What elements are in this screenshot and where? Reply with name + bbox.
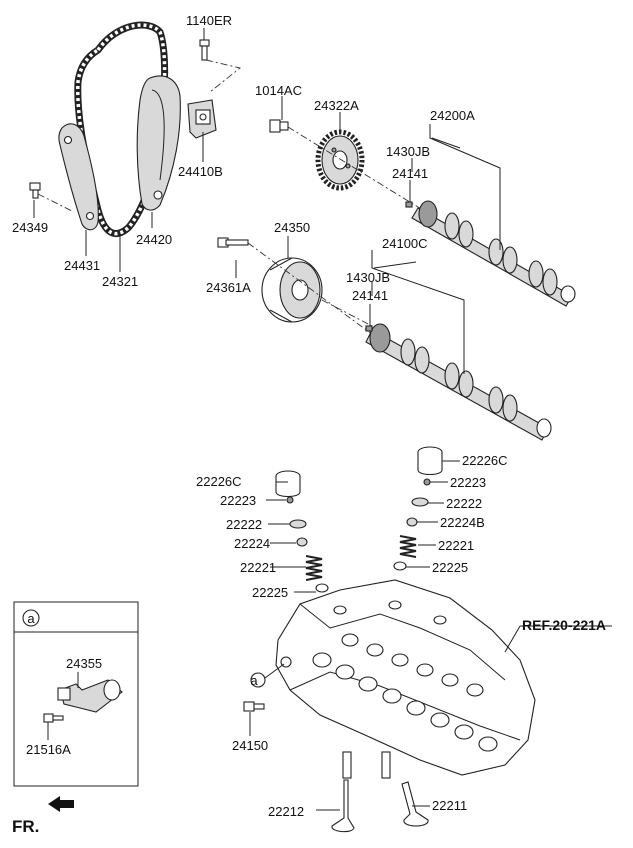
label-22223-left: 22223 [220,493,256,508]
label-22221-right: 22221 [438,538,474,553]
label-22222-left: 22222 [226,517,262,532]
chain-tensioner-24410B [187,99,217,139]
label-1430JB-upper: 1430JB [386,144,430,159]
exhaust-camshaft-24200A [411,200,576,307]
bolt-1140ER-part [199,39,242,93]
label-24200A: 24200A [430,108,475,123]
cam-sprocket-24322A [315,129,365,191]
label-22226C-right: 22226C [462,453,508,468]
label-24420: 24420 [136,232,172,247]
pin-24141-lower-part [365,325,373,332]
callout-a-circle [250,672,266,688]
front-arrow-icon [48,796,74,812]
seat-22225-left-part [315,583,329,593]
seal-22224-part [296,537,308,547]
label-24355: 24355 [66,656,102,671]
retainer-22222-left-part [289,519,307,529]
label-22226C-left: 22226C [196,474,242,489]
label-24361A: 24361A [206,280,251,295]
cotter-22223-right-part [423,478,431,486]
bolt-24349-part [29,182,75,213]
chain-guide-24420 [136,75,181,211]
label-1014AC: 1014AC [255,83,302,98]
label-22224: 22224 [234,536,270,551]
intake-camshaft-24100C [365,323,552,441]
lifter-22226C-left-part [275,470,301,498]
label-24431: 24431 [64,258,100,273]
seat-22225-right-part [393,561,407,571]
timing-chain-24321 [74,21,169,237]
label-22225-left: 22225 [252,585,288,600]
cotter-22223-left-part [286,496,294,504]
label-24141-upper: 24141 [392,166,428,181]
label-24100C: 24100C [382,236,428,251]
seal-22224B-part [406,517,418,527]
label-22224B: 22224B [440,515,485,530]
cvvt-unit-24350 [261,257,323,323]
label-24322A: 24322A [314,98,359,113]
spring-22221-left-part [305,555,323,581]
label-21516A: 21516A [26,742,71,757]
label-24349: 24349 [12,220,48,235]
label-22212: 22212 [268,804,304,819]
label-22223-right: 22223 [450,475,486,490]
lifter-22226C-right-part [417,446,443,476]
label-24141-lower: 24141 [352,288,388,303]
label-24350: 24350 [274,220,310,235]
label-1140ER: 1140ER [186,13,232,28]
label-1430JB-lower: 1430JB [346,270,390,285]
chain-guide-24431 [58,123,99,231]
bolt-1014AC-part [269,119,289,133]
valve-22211-part [381,751,429,827]
bolt-24361A-part [217,237,249,248]
label-22211: 22211 [432,798,467,813]
callout-a: a [250,673,258,688]
pin-24141-upper-part [405,201,413,208]
label-24410B: 24410B [178,164,223,179]
inset-tag: a [27,611,35,626]
label-ref-head: REF.20-221A [522,617,606,633]
valve-22212-part [331,751,355,833]
label-24150: 24150 [232,738,268,753]
bolt-24150-part [243,701,265,712]
spring-22221-right-part [399,535,417,558]
label-22221-left: 22221 [240,560,276,575]
label-22222-right: 22222 [446,496,482,511]
label-24321: 24321 [102,274,138,289]
front-label: FR. [12,817,39,836]
retainer-22222-right-part [411,497,429,507]
cylinder-head [275,579,536,776]
label-22225-right: 22225 [432,560,468,575]
